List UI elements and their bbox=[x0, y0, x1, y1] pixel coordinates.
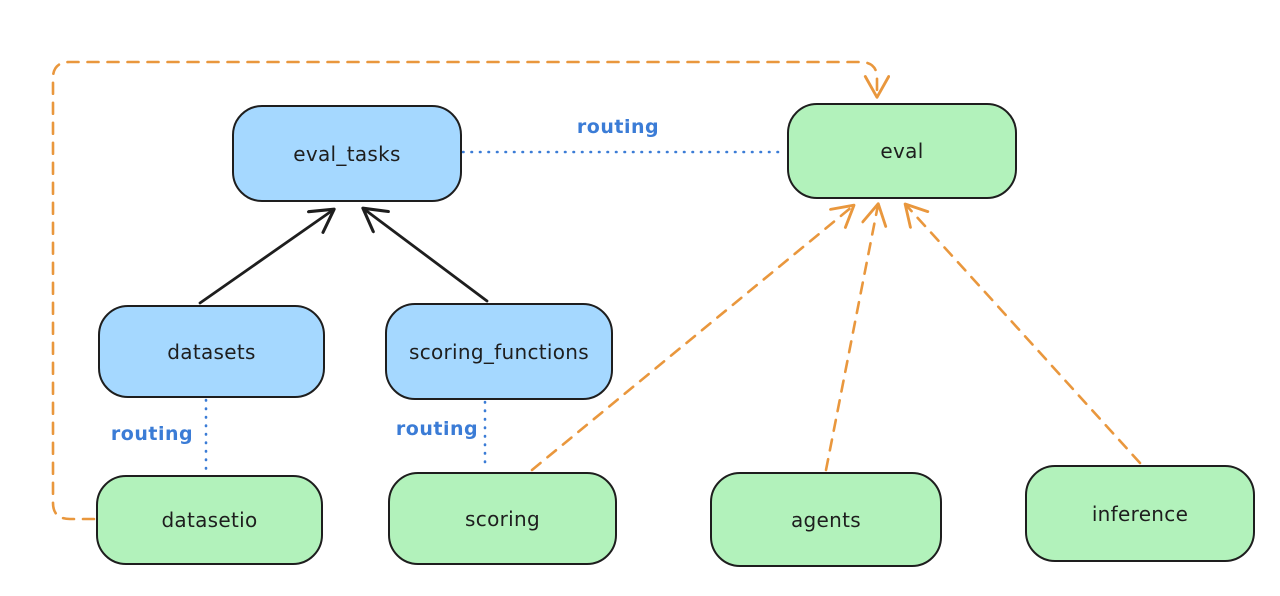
node-agents: agents bbox=[710, 472, 942, 567]
edge-label-routing-datasets-datasetio: routing bbox=[110, 423, 194, 445]
edge-scoring-functions-to-eval-tasks bbox=[364, 209, 489, 303]
node-eval-label: eval bbox=[880, 139, 924, 163]
node-inference: inference bbox=[1025, 465, 1255, 562]
edge-datasets-to-eval-tasks bbox=[198, 210, 333, 305]
edge-agents-to-eval bbox=[824, 205, 878, 472]
node-datasetio: datasetio bbox=[96, 475, 323, 565]
node-scoring-functions: scoring_functions bbox=[385, 303, 613, 400]
edge-datasetio-to-eval-loop bbox=[51, 60, 877, 521]
node-eval: eval bbox=[787, 103, 1017, 199]
edge-label-routing-scoring-functions-scoring: routing bbox=[395, 418, 479, 440]
edge-scoring-to-eval bbox=[530, 206, 853, 472]
node-inference-label: inference bbox=[1091, 501, 1189, 526]
node-datasets: datasets bbox=[98, 305, 325, 398]
node-datasets-label: datasets bbox=[167, 339, 256, 364]
node-scoring-functions-label: scoring_functions bbox=[408, 339, 590, 364]
node-datasetio-label: datasetio bbox=[161, 508, 258, 532]
node-eval-tasks: eval_tasks bbox=[232, 105, 462, 202]
edge-label-routing-eval-tasks-eval: routing bbox=[576, 116, 660, 138]
node-agents-label: agents bbox=[791, 507, 861, 532]
node-scoring: scoring bbox=[388, 472, 617, 565]
edge-inference-to-eval bbox=[906, 205, 1142, 465]
node-scoring-label: scoring bbox=[465, 506, 540, 531]
node-eval-tasks-label: eval_tasks bbox=[293, 141, 401, 166]
